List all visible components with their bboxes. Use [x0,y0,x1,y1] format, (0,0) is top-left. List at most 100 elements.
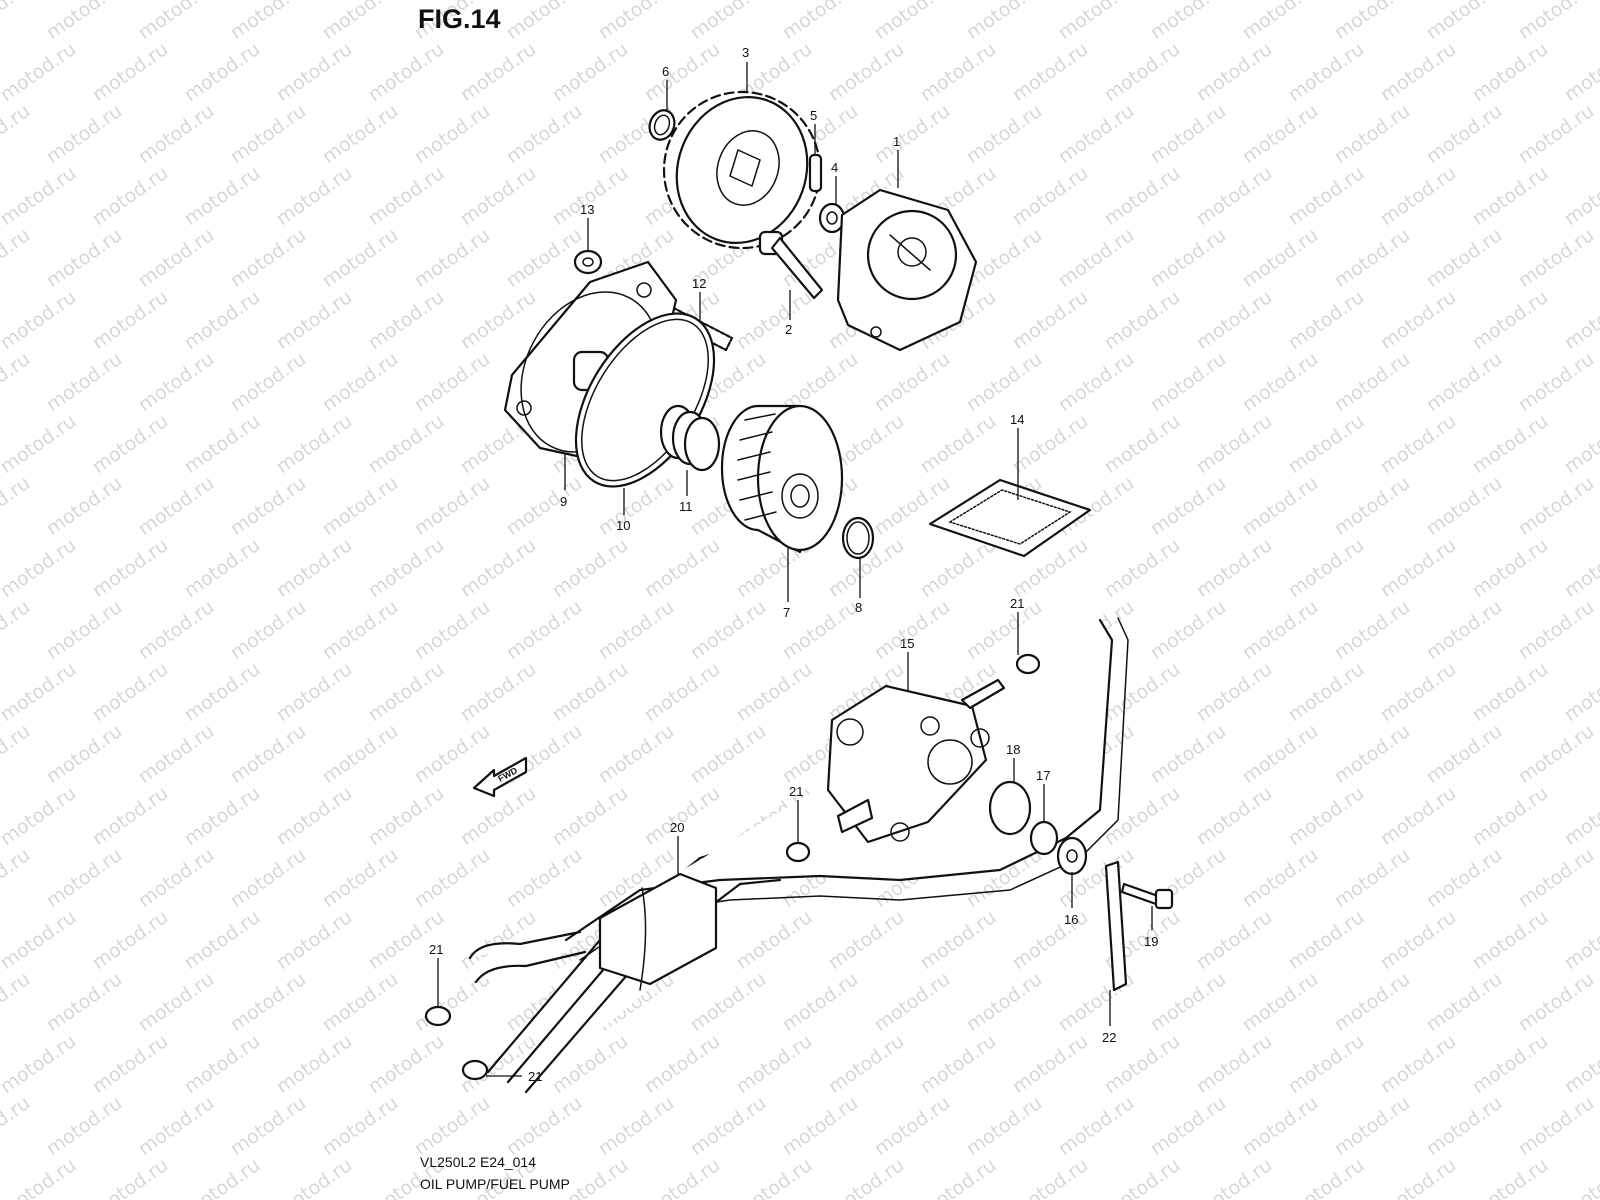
watermark-text: motod.ru [1514,224,1598,292]
watermark-text: motod.ru [134,1092,218,1160]
watermark-text: motod.ru [1238,100,1322,168]
washer [818,202,846,234]
watermark-text: motod.ru [180,782,264,850]
watermark-text: motod.ru [318,348,402,416]
watermark-text: motod.ru [1560,286,1600,354]
watermark-text: motod.ru [594,1092,678,1160]
cushion [988,780,1032,836]
watermark-text: motod.ru [870,596,954,664]
watermark-text: motod.ru [456,658,540,726]
watermark-text: motod.ru [1560,38,1600,106]
watermark-text: motod.ru [548,38,632,106]
watermark-text: motod.ru [686,720,770,788]
watermark-text: motod.ru [640,534,724,602]
watermark-text: motod.ru [88,534,172,602]
watermark-text: motod.ru [1468,1030,1552,1098]
watermark-text: motod.ru [226,348,310,416]
watermark-text: motod.ru [1192,534,1276,602]
bracket [1104,860,1128,992]
watermark-text: motod.ru [1192,658,1276,726]
watermark-text: motod.ru [1100,286,1184,354]
watermark-text: motod.ru [1422,968,1506,1036]
watermark-text: motod.ru [42,348,126,416]
watermark-text: motod.ru [226,844,310,912]
watermark-text: motod.ru [1330,596,1414,664]
watermark-text: motod.ru [1238,596,1322,664]
watermark-text: motod.ru [1422,0,1506,44]
watermark-text: motod.ru [824,1030,908,1098]
watermark-text: motod.ru [134,596,218,664]
watermark-text: motod.ru [318,596,402,664]
watermark-text: motod.ru [1422,1092,1506,1160]
watermark-text: motod.ru [1100,534,1184,602]
watermark-text: motod.ru [1192,410,1276,478]
watermark-text: motod.ru [1008,1154,1092,1200]
watermark-text: motod.ru [962,348,1046,416]
watermark-text: motod.ru [318,720,402,788]
watermark-text: motod.ru [640,1154,724,1200]
watermark-text: motod.ru [1376,286,1460,354]
callout-10: 10 [616,518,630,533]
watermark-text: motod.ru [180,1154,264,1200]
watermark-text: motod.ru [548,534,632,602]
watermark-text: motod.ru [1330,720,1414,788]
watermark-text: motod.ru [732,658,816,726]
watermark-text: motod.ru [1192,1030,1276,1098]
watermark-text: motod.ru [1100,410,1184,478]
watermark-text: motod.ru [686,1092,770,1160]
watermark-text: motod.ru [134,844,218,912]
watermark-text: motod.ru [1238,348,1322,416]
watermark-text: motod.ru [0,906,80,974]
watermark-text: motod.ru [916,38,1000,106]
watermark-text: motod.ru [502,596,586,664]
watermark-text: motod.ru [1514,0,1598,44]
watermark-text: motod.ru [1376,534,1460,602]
watermark-text: motod.ru [732,1154,816,1200]
model-code: VL250L2 E24_014 [420,1154,536,1170]
pin [808,153,823,193]
watermark-text: motod.ru [1468,38,1552,106]
watermark-text: motod.ru [548,782,632,850]
watermark-text: motod.ru [1514,472,1598,540]
watermark-text: motod.ru [824,906,908,974]
watermark-text: motod.ru [272,658,356,726]
watermark-text: motod.ru [180,1030,264,1098]
watermark-text: motod.ru [870,472,954,540]
watermark-text: motod.ru [594,596,678,664]
watermark-text: motod.ru [1330,100,1414,168]
nut [573,249,603,275]
watermark-text: motod.ru [410,224,494,292]
watermark-text: motod.ru [180,162,264,230]
watermark-text: motod.ru [410,596,494,664]
watermark-text: motod.ru [1008,1030,1092,1098]
watermark-text: motod.ru [548,1030,632,1098]
callout-19: 19 [1144,934,1158,949]
watermark-text: motod.ru [364,410,448,478]
watermark-text: motod.ru [1238,968,1322,1036]
watermark-text: motod.ru [502,100,586,168]
watermark-text: motod.ru [88,906,172,974]
watermark-text: motod.ru [1146,100,1230,168]
watermark-text: motod.ru [318,100,402,168]
watermark-text: motod.ru [272,38,356,106]
watermark-text: motod.ru [1146,224,1230,292]
watermark-text: motod.ru [1284,658,1368,726]
watermark-text: motod.ru [1192,782,1276,850]
watermark-text: motod.ru [88,286,172,354]
watermark-text: motod.ru [272,410,356,478]
watermark-text: motod.ru [42,224,126,292]
watermark-text: motod.ru [1146,596,1230,664]
watermark-text: motod.ru [272,906,356,974]
watermark-text: motod.ru [1054,224,1138,292]
watermark-text: motod.ru [1468,534,1552,602]
watermark-text: motod.ru [456,906,540,974]
watermark-text: motod.ru [640,658,724,726]
callout-18: 18 [1006,742,1020,757]
watermark-text: motod.ru [1376,1030,1460,1098]
watermark-text: motod.ru [0,534,80,602]
watermark-text: motod.ru [1238,720,1322,788]
watermark-text: motod.ru [0,286,80,354]
watermark-text: motod.ru [226,0,310,44]
watermark-text: motod.ru [180,658,264,726]
fuel-pump [826,678,1006,844]
